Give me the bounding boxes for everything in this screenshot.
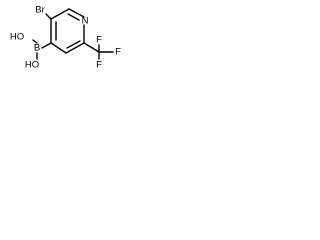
atom-label-b: B — [34, 43, 40, 54]
bond-c2-cf3 — [83, 42, 100, 53]
atom-label-n: N — [82, 16, 89, 27]
atom-label-ho-top: HO — [10, 32, 24, 43]
molecule-structure: Br N B HO HO F F F — [10, 5, 121, 71]
bond-c4-b — [41, 42, 52, 49]
ring-bond-c3-c4 — [50, 42, 67, 54]
atom-label-f-bottom: F — [96, 60, 102, 71]
ring-double-bond-c2-c3 — [66, 40, 81, 49]
atom-label-br: Br — [35, 5, 45, 16]
ring-bond-c2-c3 — [65, 42, 85, 54]
atom-label-f-top: F — [96, 35, 102, 46]
bond-c5-br — [45, 13, 52, 20]
ring-bond-c6-n1 — [68, 8, 85, 18]
ring-double-bond-c6-n1 — [67, 13, 80, 21]
atom-label-f-right: F — [115, 47, 121, 58]
bond-b-oh-top — [32, 39, 38, 44]
ring-bond-c5-c6 — [50, 8, 70, 20]
atom-label-ho-bottom: HO — [25, 60, 39, 71]
